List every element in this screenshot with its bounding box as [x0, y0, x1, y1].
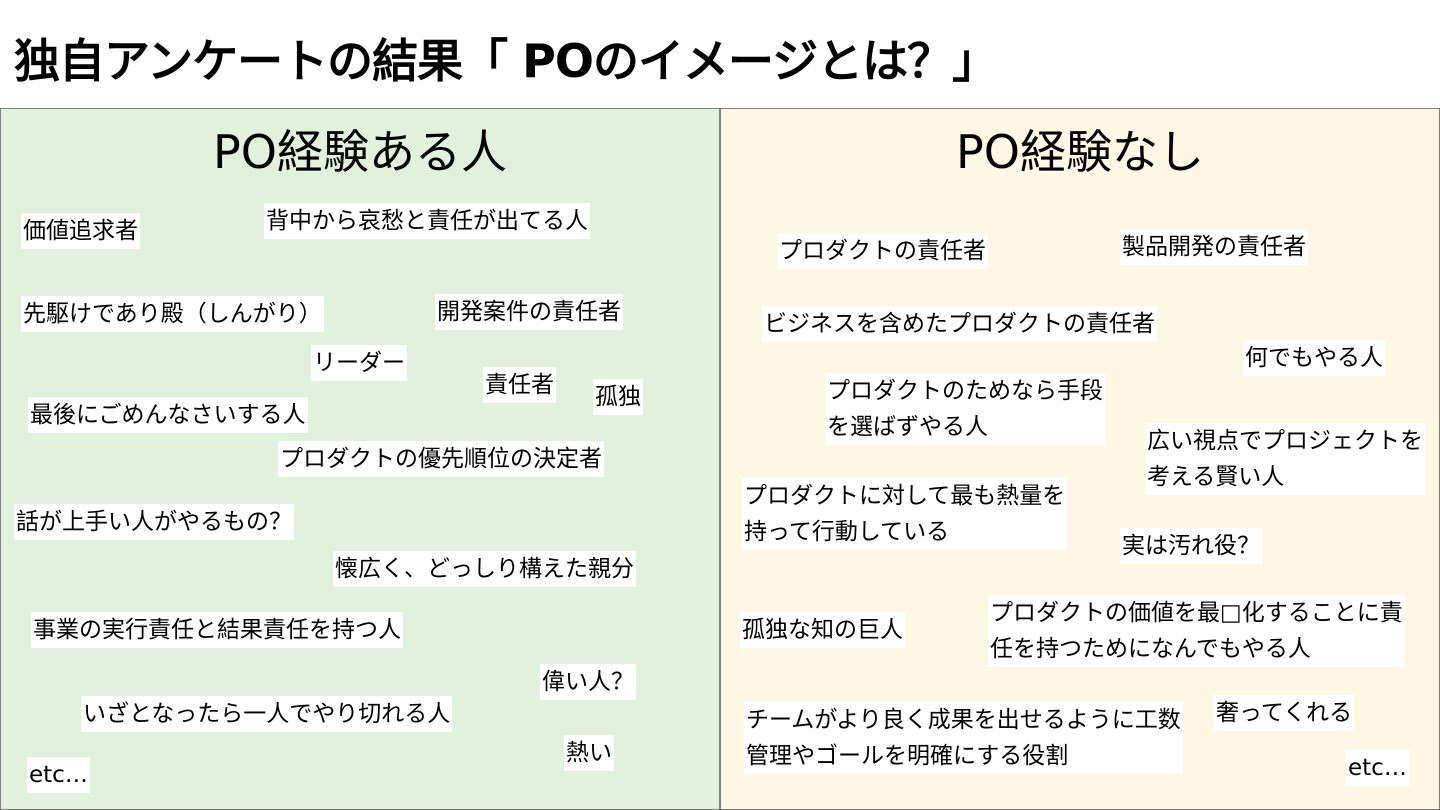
note: リーダー	[311, 345, 407, 381]
note: チームがより良く成果を出せるように工数管理やゴールを明確にする役割	[744, 702, 1183, 774]
note: 広い視点でプロジェクトを考える賢い人	[1145, 423, 1425, 495]
slide-title: 独自アンケートの結果「 POのイメージとは？」	[14, 34, 998, 88]
note: ビジネスを含めたプロダクトの責任者	[762, 306, 1157, 342]
note: 熱い	[564, 735, 614, 771]
panel-heading-experienced: PO経験ある人	[213, 125, 507, 179]
note: 製品開発の責任者	[1120, 229, 1308, 265]
note: etc…	[27, 757, 90, 793]
note: 話が上手い人がやるもの？	[14, 504, 294, 540]
note: 孤独な知の巨人	[740, 612, 905, 648]
note: いざとなったら一人でやり切れる人	[81, 696, 453, 732]
note: プロダクトの優先順位の決定者	[278, 441, 604, 477]
no-po-experience-panel: PO経験なし プロダクトの責任者 製品開発の責任者 ビジネスを含めたプロダクトの…	[720, 108, 1440, 810]
note: 先駆けであり殿（しんがり）	[21, 296, 324, 332]
experienced-po-panel: PO経験ある人 価値追求者 背中から哀愁と責任が出てる人 先駆けであり殿（しんが…	[0, 108, 720, 810]
note: 何でもやる人	[1243, 340, 1385, 376]
note: 背中から哀愁と責任が出てる人	[264, 203, 590, 239]
note: 奢ってくれる	[1214, 695, 1355, 731]
panel-heading-no-experience: PO経験なし	[956, 125, 1204, 179]
note: 孤独	[593, 379, 643, 415]
note: プロダクトに対して最も熱量を持って行動している	[742, 478, 1068, 550]
note: etc…	[1346, 750, 1409, 786]
note: プロダクトのためなら手段を選ばずやる人	[825, 373, 1105, 445]
note: 事業の実行責任と結果責任を持つ人	[31, 612, 403, 648]
note: 偉い人？	[540, 664, 636, 700]
note: プロダクトの責任者	[777, 233, 988, 269]
note: プロダクトの価値を最□化することに責任を持つためになんでもやる人	[988, 595, 1405, 667]
note: 懐広く、どっしり構えた親分	[333, 551, 636, 587]
note: 価値追求者	[21, 213, 140, 249]
note: 最後にごめんなさいする人	[28, 397, 308, 433]
note: 責任者	[483, 367, 556, 403]
note: 開発案件の責任者	[435, 294, 623, 330]
note: 実は汚れ役？	[1120, 528, 1262, 564]
